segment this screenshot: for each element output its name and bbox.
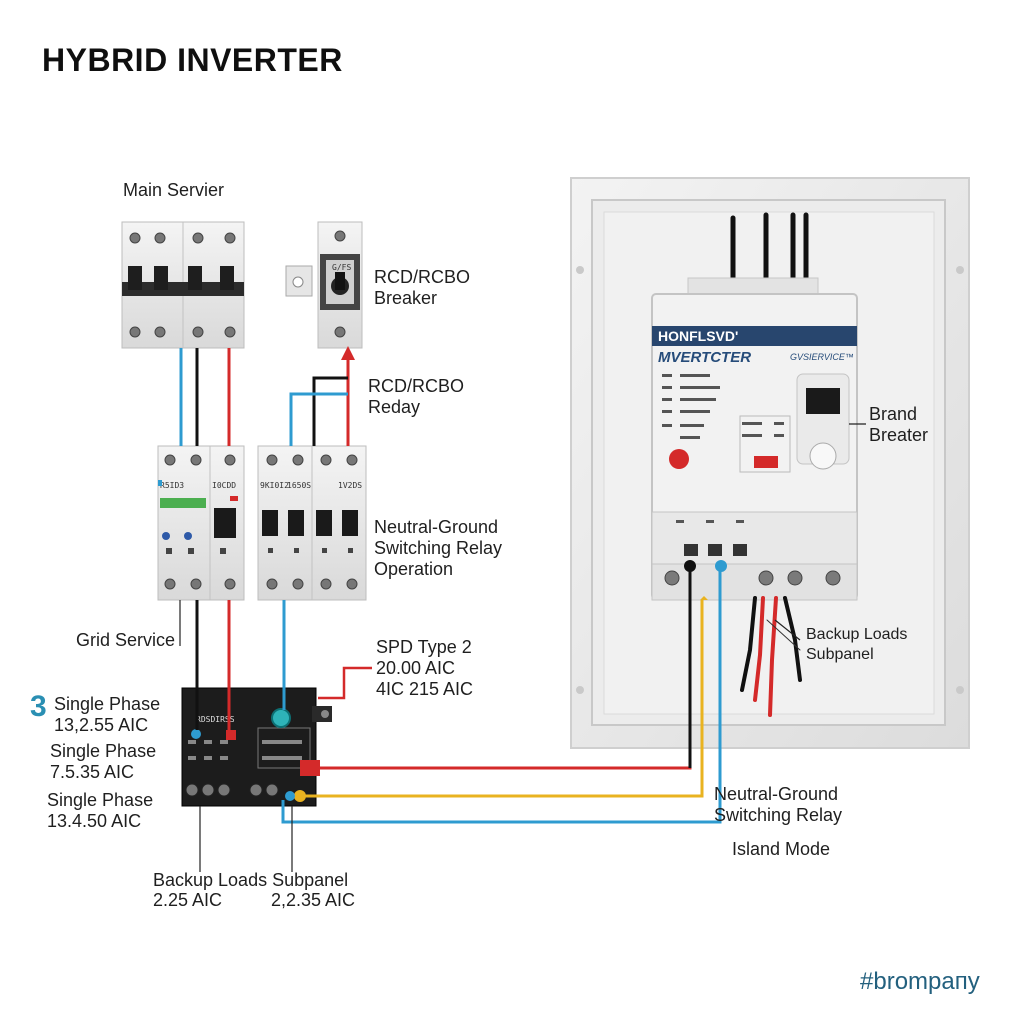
svg-text:1V2DS: 1V2DS bbox=[338, 481, 362, 490]
label-aic-left: 2.25 AIC bbox=[153, 890, 223, 910]
inverter-header-bar bbox=[652, 326, 857, 346]
label-rcd-rcbo-breaker: RCD/RCBO Breaker bbox=[374, 267, 471, 308]
svg-text:R5ID3: R5ID3 bbox=[160, 481, 184, 490]
footer-hashtag: #brompaпy bbox=[860, 968, 980, 995]
label-single-phase-3: Single Phase 13.4.50 AIC bbox=[47, 790, 154, 831]
leader-lines bbox=[179, 423, 866, 872]
label-aic-right: 2,2.35 AIC bbox=[271, 890, 356, 910]
ng-relay-module: 9KI0I2 1650S 1V2DS bbox=[257, 445, 367, 601]
rcd-rcbo-breaker: G/FS bbox=[285, 221, 363, 349]
label-spd-type2: SPD Type 2 20.00 AIC 4IC 215 AIC bbox=[376, 637, 474, 699]
wires bbox=[179, 346, 722, 824]
label-backup-loads-subpanel: Backup Loads Subpanel bbox=[153, 870, 349, 890]
spd-indicator-icon bbox=[271, 708, 291, 728]
label-ng-switching-relay: Neutral-Ground Switching Relay bbox=[714, 784, 843, 825]
svg-text:RDSDIRSS: RDSDIRSS bbox=[196, 715, 235, 724]
svg-text:I0CDD: I0CDD bbox=[212, 481, 236, 490]
label-rcd-rcbo-reday: RCD/RCBO Reday bbox=[368, 376, 465, 417]
test-button-icon bbox=[754, 456, 778, 468]
inverter-model: MVERTCTER bbox=[658, 349, 751, 366]
spd-junction-box: RDSDIRSS bbox=[181, 687, 332, 807]
hybrid-inverter: HONFLSVD' MVERTCTER GVSIERVICE™ bbox=[651, 277, 858, 601]
inverter-brand: HONFLSVD' bbox=[658, 328, 738, 344]
svg-text:9KI0I2: 9KI0I2 bbox=[260, 481, 289, 490]
svg-text:G/FS: G/FS bbox=[332, 263, 351, 272]
label-single-phase-1: Single Phase 13,2.55 AIC bbox=[54, 694, 161, 735]
reset-button-icon bbox=[809, 442, 837, 470]
breaker-handle-icon bbox=[806, 388, 840, 414]
main-service-breaker bbox=[121, 221, 245, 349]
inverter-subtitle: GVSIERVICE™ bbox=[790, 352, 854, 362]
subpanel-cables bbox=[740, 596, 802, 717]
label-main-service: Main Servier bbox=[123, 180, 225, 200]
label-ng-relay-operation: Neutral-Ground Switching Relay Operation bbox=[374, 517, 503, 579]
label-brand-breater: Brand Breater bbox=[869, 404, 929, 445]
page-title: HYBRID INVERTER bbox=[42, 42, 343, 78]
label-backup-loads-subpanel-right: Backup Loads Subpanel bbox=[806, 626, 908, 663]
label-grid-service: Grid Service bbox=[76, 630, 176, 650]
status-led-icon bbox=[669, 449, 689, 469]
svg-text:1650S: 1650S bbox=[287, 481, 311, 490]
inverter-terminal-screws bbox=[664, 570, 841, 586]
rcd-module-left: R5ID3 I0CDD bbox=[157, 445, 245, 601]
top-cables bbox=[730, 212, 809, 288]
label-island-mode: Island Mode bbox=[732, 839, 831, 859]
label-number-3: 3 bbox=[30, 690, 47, 723]
label-single-phase-2: Single Phase 7.5.35 AIC bbox=[50, 741, 157, 782]
